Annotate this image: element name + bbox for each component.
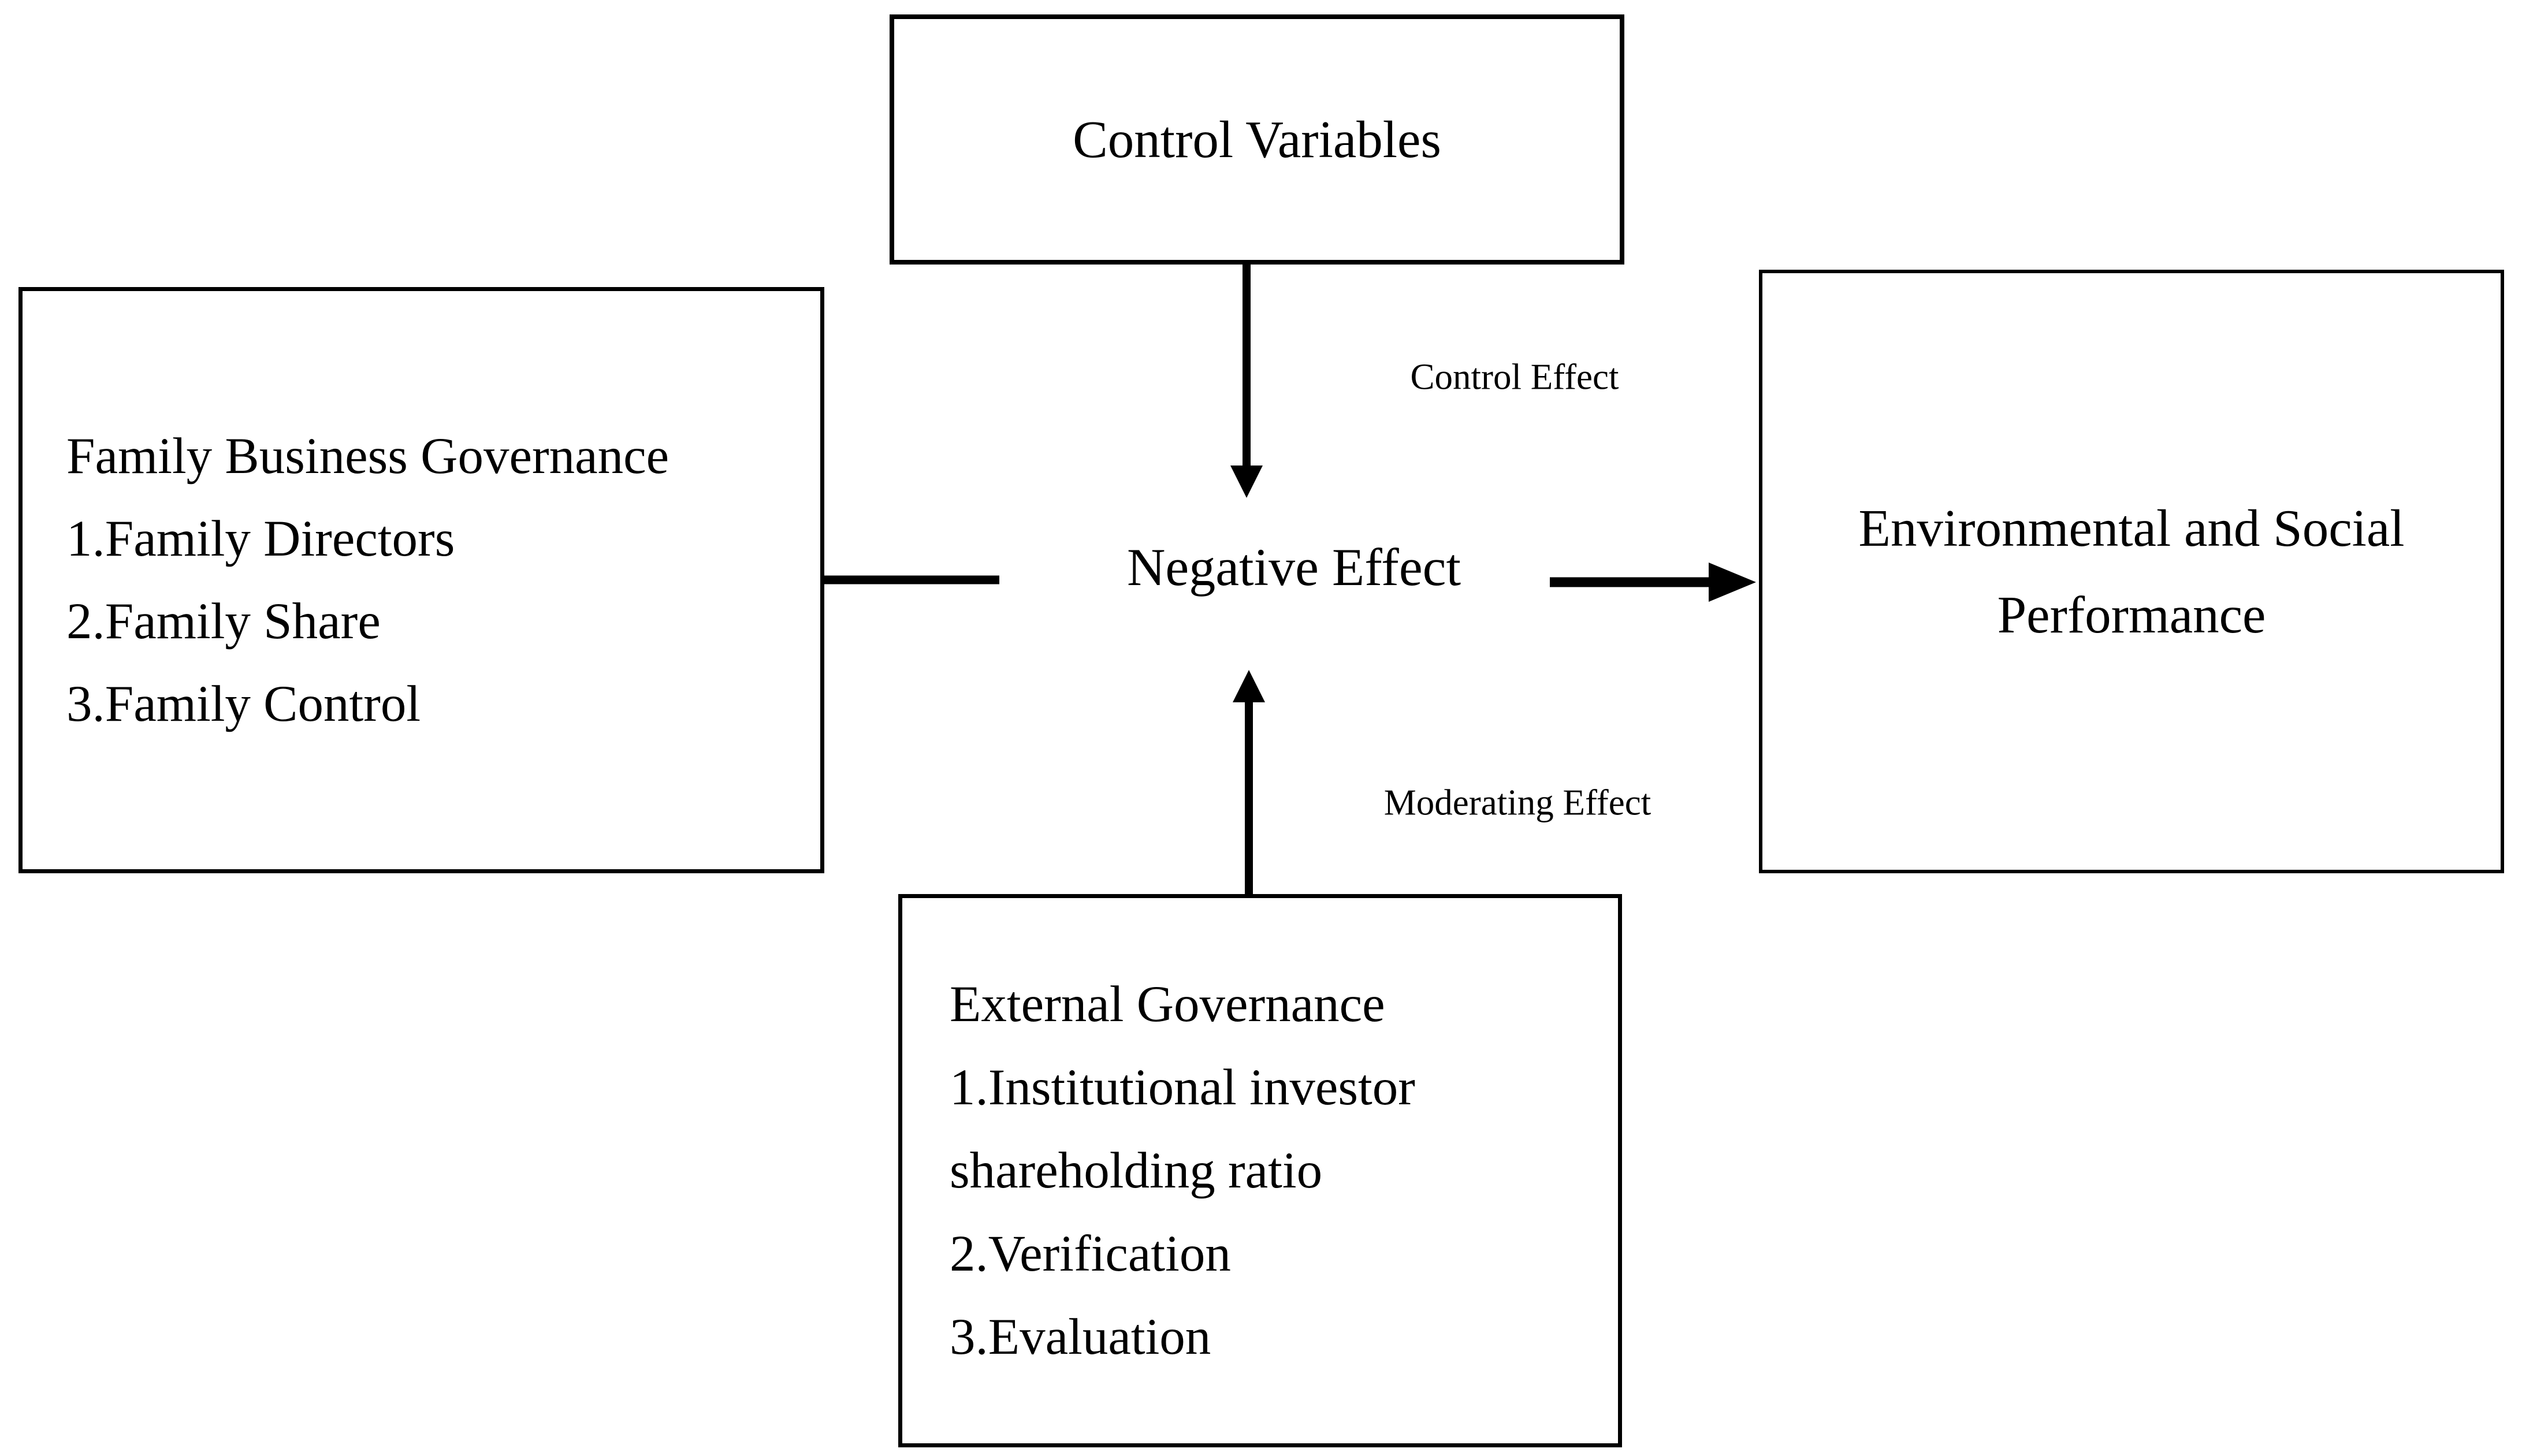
family-box-item-3: 3.Family Control <box>66 675 421 732</box>
external-box-item-1: 1.Institutional investor <box>950 1059 1415 1116</box>
negative-effect-right-arrow-icon <box>1550 563 1756 602</box>
control-effect-down-arrow-icon <box>1230 265 1263 498</box>
family-box-item-1: 1.Family Directors <box>66 510 455 567</box>
moderating-effect-label: Moderating Effect <box>1383 782 1651 823</box>
environmental-social-performance-box: Environmental and Social Performance <box>1759 270 2504 873</box>
external-box-item-1-cont: shareholding ratio <box>950 1142 1323 1199</box>
moderating-effect-up-arrow-icon <box>1233 670 1265 895</box>
family-business-governance-box: Family Business Governance 1.Family Dire… <box>18 287 824 873</box>
performance-box-line-1: Environmental and Social <box>1858 498 2405 557</box>
external-box-title: External Governance <box>950 976 1385 1033</box>
family-box-title: Family Business Governance <box>66 427 669 485</box>
negative-effect-label: Negative Effect <box>1126 538 1461 597</box>
control-effect-label: Control Effect <box>1410 356 1619 397</box>
control-variables-title: Control Variables <box>1073 110 1441 169</box>
external-governance-box: External Governance 1.Institutional inve… <box>898 894 1622 1447</box>
external-box-item-2: 2.Verification <box>950 1226 1231 1282</box>
family-box-item-2: 2.Family Share <box>66 593 381 650</box>
control-variables-box: Control Variables <box>890 14 1624 265</box>
external-box-item-3: 3.Evaluation <box>950 1309 1211 1365</box>
performance-box-line-2: Performance <box>1997 585 2266 644</box>
